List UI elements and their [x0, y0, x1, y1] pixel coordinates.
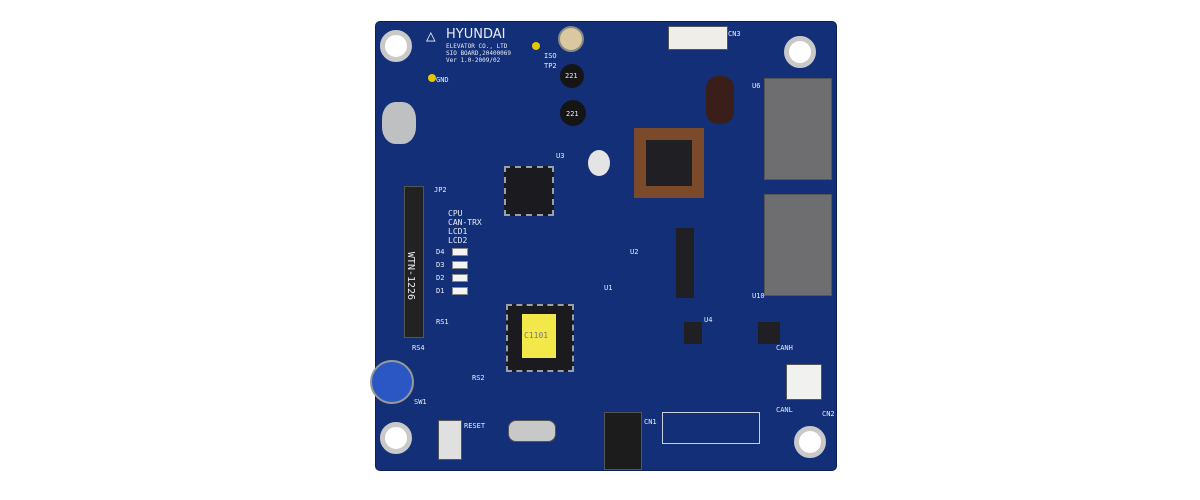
- inductor-label: 221: [566, 110, 579, 118]
- reset-button[interactable]: [438, 420, 462, 460]
- pad-row: [662, 412, 760, 444]
- label-rs1: RS1: [436, 318, 449, 326]
- capacitor: [588, 150, 610, 176]
- label-u6: U6: [752, 82, 761, 90]
- label-cn1: CN1: [644, 418, 657, 426]
- brand-text: HYUNDAI: [446, 27, 506, 42]
- inductor: [560, 64, 584, 88]
- label-u10: U10: [752, 292, 765, 300]
- connector-jp2: [404, 186, 424, 338]
- terminal-block: [786, 364, 822, 400]
- label-lcd1: LCD1: [448, 227, 468, 236]
- mounting-hole: [784, 36, 816, 68]
- label-u1: U1: [604, 284, 613, 292]
- label-jp2: JP2: [434, 186, 447, 194]
- label-cn2: CN2: [822, 410, 835, 418]
- mounting-hole: [380, 422, 412, 454]
- plcc-chip: [646, 140, 692, 186]
- label-can-trx: CAN-TRX: [448, 218, 482, 227]
- label-u3: U3: [556, 152, 565, 160]
- rj45-port-u6: [764, 78, 832, 180]
- rj45-port-u10: [764, 194, 832, 296]
- label-rs2: RS2: [472, 374, 485, 382]
- rotary-switch-sw1[interactable]: [370, 360, 414, 404]
- company-text: ELEVATOR CO., LTD: [446, 43, 508, 50]
- transceiver-chip: [684, 322, 702, 344]
- led-d4: [452, 248, 468, 256]
- label-model: WTN-1226: [405, 251, 417, 301]
- label-u2: U2: [630, 248, 639, 256]
- label-d4: D4: [436, 248, 445, 256]
- capacitor: [558, 26, 584, 52]
- can-controller-chip: [504, 166, 554, 216]
- cpu-chip-text: C1101: [524, 331, 549, 340]
- label-gnd: GND: [436, 76, 449, 84]
- logo-triangle: △: [426, 26, 436, 45]
- label-lcd2: LCD2: [448, 236, 468, 245]
- connector-cn3: [668, 26, 728, 50]
- cpu-label-sticker: [522, 314, 556, 358]
- capacitor: [382, 102, 416, 144]
- pcb-board: △ HYUNDAI ELEVATOR CO., LTD SIO BOARD,20…: [370, 22, 836, 470]
- label-canh: CANH: [776, 344, 793, 352]
- test-point: [532, 42, 540, 50]
- version-text: Ver 1.0-2009/02: [446, 57, 501, 64]
- label-cpu: CPU: [448, 209, 463, 218]
- transceiver-chip: [676, 228, 694, 298]
- label-iso: ISO: [544, 52, 557, 60]
- label-tp2: TP2: [544, 62, 557, 70]
- label-sw1: SW1: [414, 398, 427, 406]
- crystal: [508, 420, 556, 442]
- label-reset: RESET: [464, 422, 486, 430]
- label-u4: U4: [704, 316, 713, 324]
- label-canl: CANL: [776, 406, 793, 414]
- led-d1: [452, 287, 468, 295]
- led-d2: [452, 274, 468, 282]
- transceiver-chip: [758, 322, 780, 344]
- test-point: [428, 74, 436, 82]
- board-name-text: SIO BOARD,20400069: [446, 50, 512, 57]
- inductor-label: 221: [565, 72, 578, 80]
- mounting-hole: [794, 426, 826, 458]
- capacitor: [706, 76, 734, 124]
- connector-cn1: [604, 412, 642, 470]
- label-d3: D3: [436, 261, 445, 269]
- label-d1: D1: [436, 287, 445, 295]
- led-d3: [452, 261, 468, 269]
- mounting-hole: [380, 30, 412, 62]
- label-rs4: RS4: [412, 344, 425, 352]
- label-cn3: CN3: [728, 30, 741, 38]
- label-d2: D2: [436, 274, 445, 282]
- inductor: [560, 100, 586, 126]
